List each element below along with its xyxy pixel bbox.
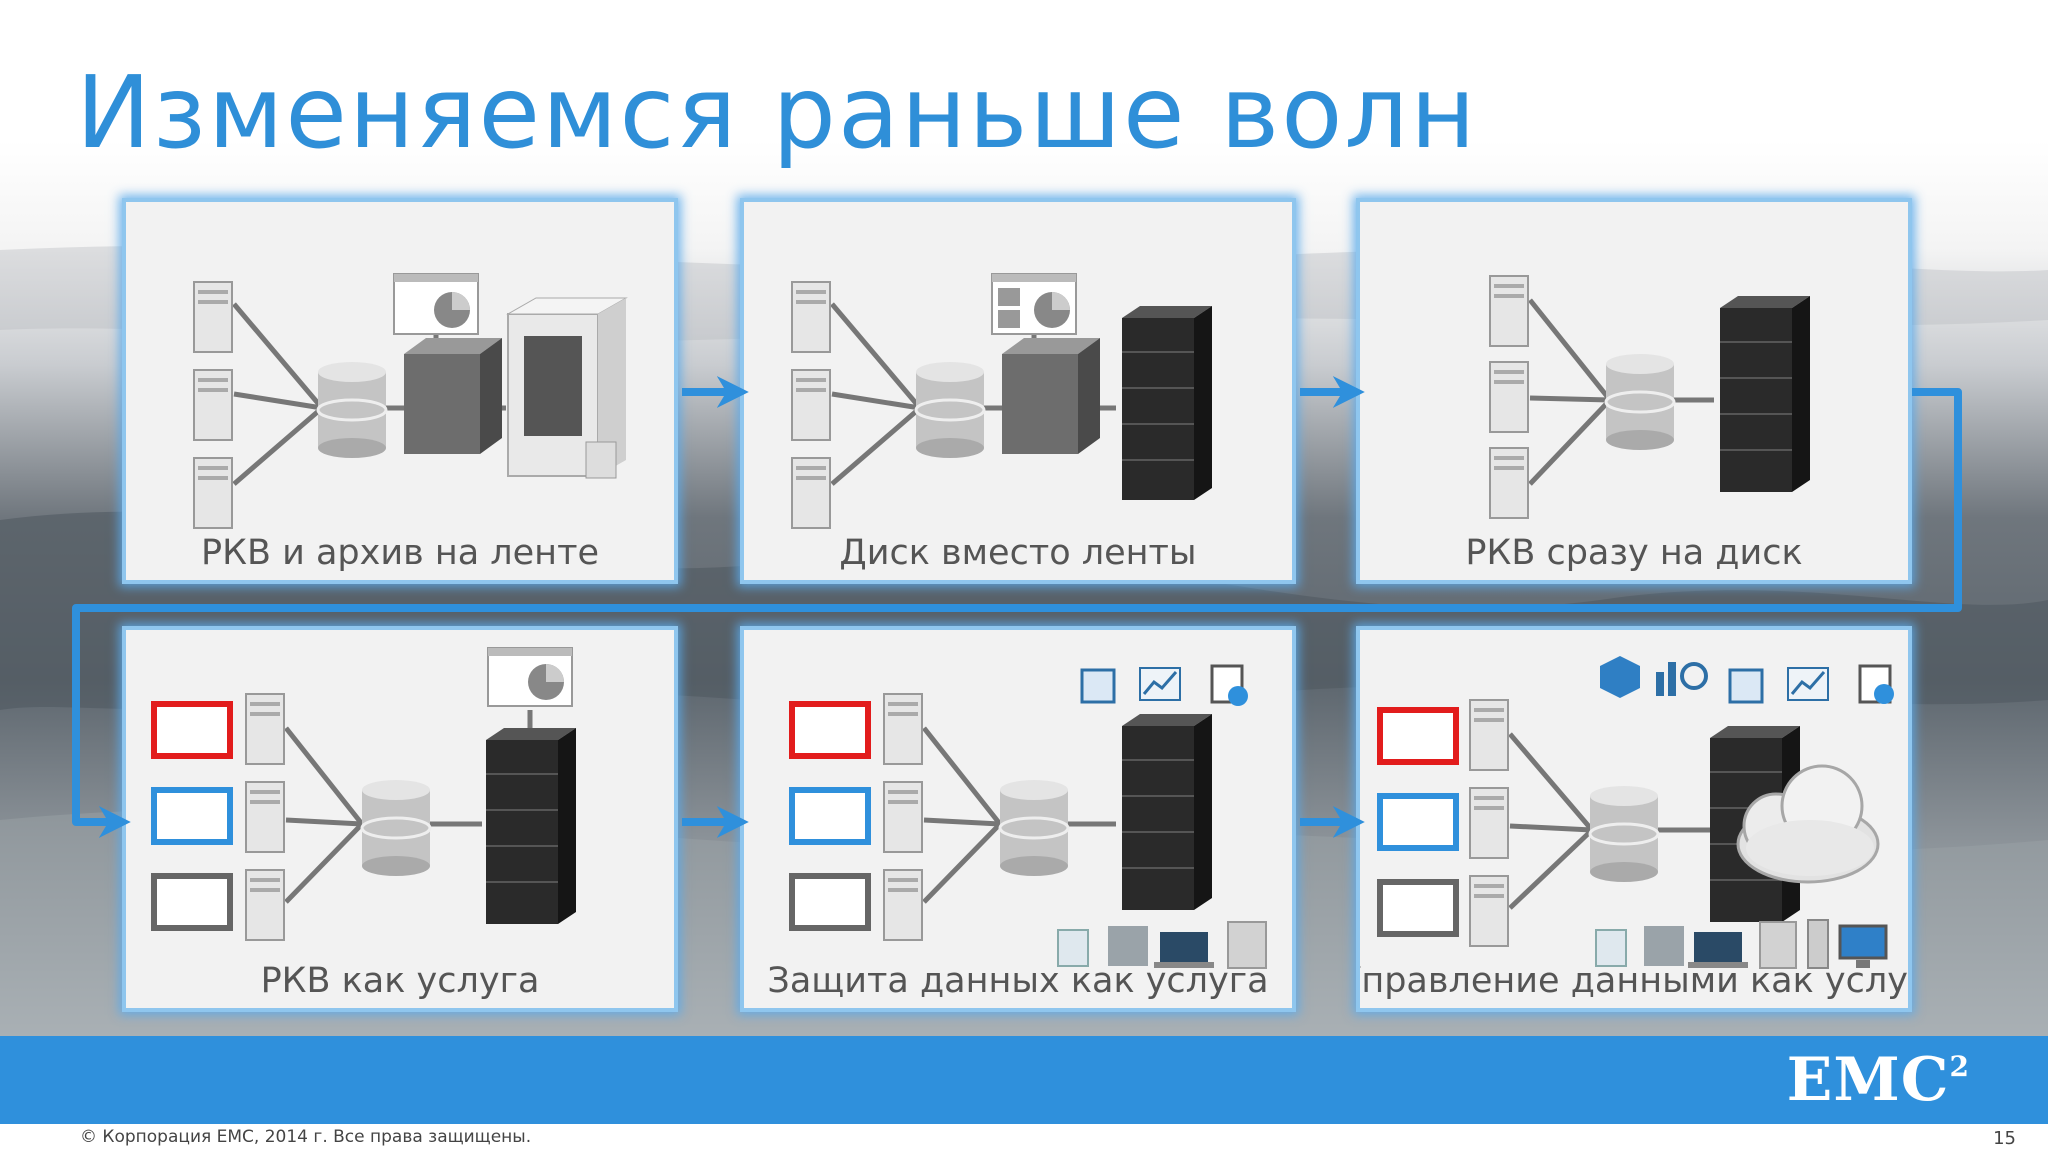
panel-label: РКВ как услуга (260, 961, 540, 1001)
management-console-icon (393, 273, 479, 335)
application-window-icon (1377, 707, 1459, 937)
deduplication-appliance-icon (1002, 338, 1100, 454)
panel-disk-instead-tape: Диск вместо ленты (740, 198, 1296, 584)
service-icons-row (1080, 664, 1248, 706)
database-icon (998, 780, 1070, 876)
panel-backup-to-disk: РКВ сразу на диск (1356, 198, 1912, 584)
disk-storage-array-icon (1122, 306, 1212, 500)
server-icon (1469, 699, 1509, 947)
database-icon (1604, 354, 1676, 450)
panel-label: Диск вместо ленты (839, 533, 1197, 573)
database-icon (914, 362, 986, 458)
disk-storage-array-icon (1122, 714, 1212, 910)
application-window-icon (151, 701, 233, 931)
server-icon (791, 281, 831, 529)
disk-storage-array-icon (1720, 296, 1810, 492)
panel-protection-as-service: Защита данных как услуга (740, 626, 1296, 1012)
application-window-icon (789, 701, 871, 931)
panel-backup-as-service: РКВ как услуга (122, 626, 678, 1012)
copyright-footer: © Корпорация EMC, 2014 г. Все права защи… (80, 1127, 532, 1147)
footer-band (0, 1036, 2048, 1124)
tape-library-icon (506, 297, 628, 479)
server-icon (883, 693, 923, 941)
emc-logo: EMC2 (1786, 1045, 1970, 1115)
management-console-icon (487, 647, 573, 707)
panel-management-as-service: Управление данными как услуга (1356, 626, 1912, 1012)
panel-backup-tape: РКВ и архив на ленте (122, 198, 678, 584)
disk-storage-array-icon (486, 728, 576, 924)
device-icons-row (1057, 921, 1267, 969)
server-icon (1489, 275, 1529, 519)
database-icon (360, 780, 432, 876)
management-console-icon (991, 273, 1077, 335)
panel-label: Защита данных как услуга (767, 961, 1269, 1001)
server-icon (245, 693, 285, 941)
deduplication-appliance-icon (404, 338, 502, 454)
database-icon (316, 362, 388, 458)
slide-title: Изменяемся раньше волн (76, 54, 1478, 171)
device-icons-row (1595, 919, 1888, 969)
panel-label: РКВ сразу на диск (1465, 533, 1803, 573)
database-icon (1588, 786, 1660, 882)
panel-label: Управление данными как услуга (1356, 961, 1912, 1001)
page-number: 15 (1993, 1128, 2016, 1149)
panel-label: РКВ и архив на ленте (200, 533, 599, 573)
server-icon (193, 281, 233, 529)
service-icons-row (1600, 656, 1894, 704)
